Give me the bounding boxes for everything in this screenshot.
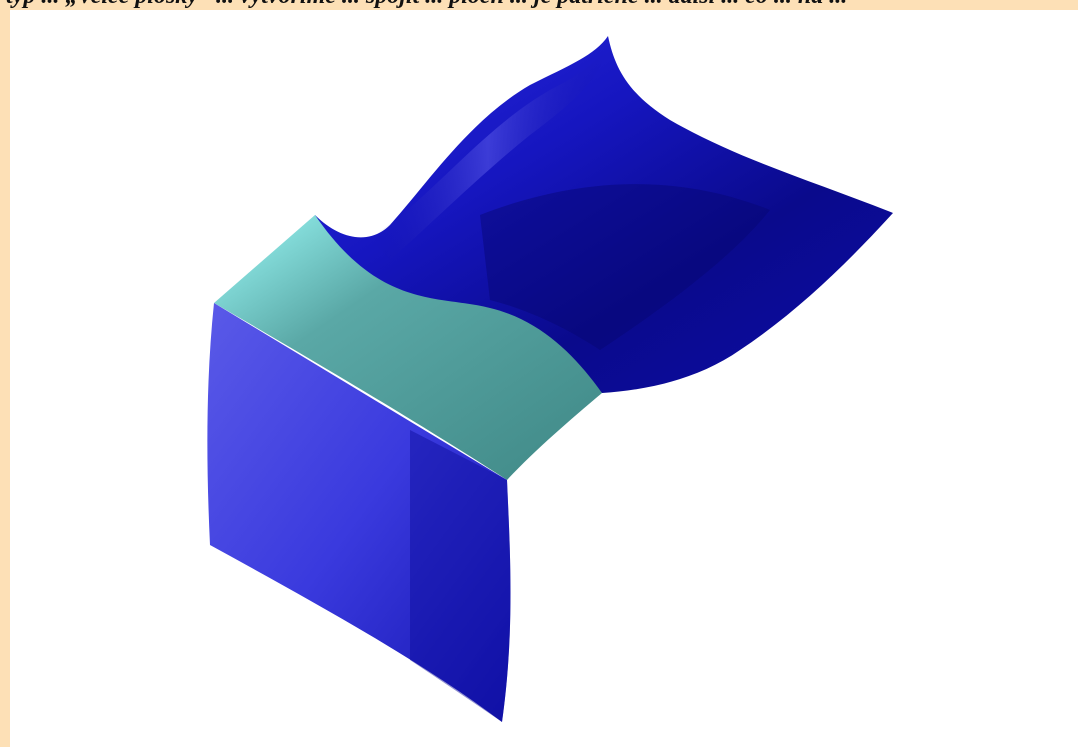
front-surface xyxy=(207,303,511,722)
front-surface-shade xyxy=(410,430,511,722)
blend-patch xyxy=(214,215,602,480)
caption-strip: typ ... „Velcé plošky“ ... vytvoříme ...… xyxy=(0,0,1078,10)
surface-render xyxy=(207,36,893,722)
caption-text: typ ... „Velcé plošky“ ... vytvoříme ...… xyxy=(6,0,1078,9)
figure-panel xyxy=(10,10,1078,747)
wave-trough-shade xyxy=(480,184,770,350)
wave-highlight xyxy=(370,50,606,260)
